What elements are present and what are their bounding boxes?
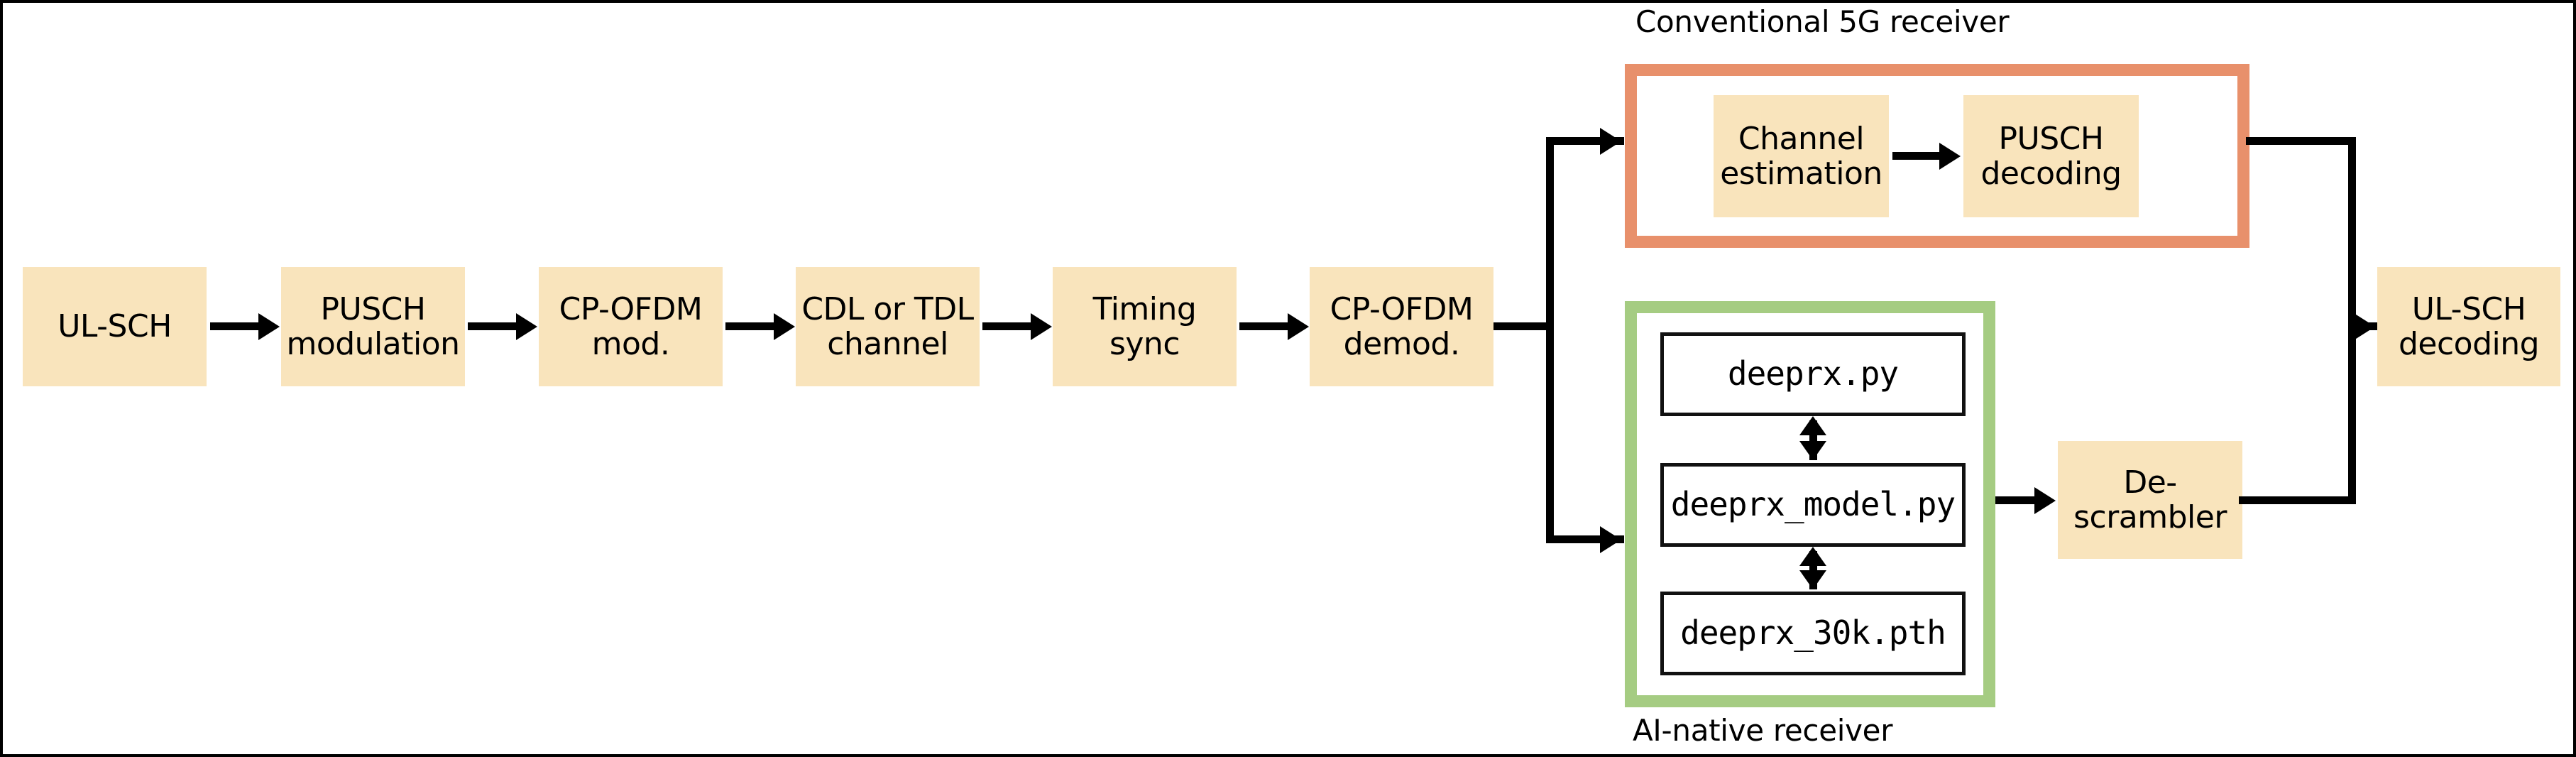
block-timing-sync[interactable]: Timing sync (1053, 267, 1237, 386)
arrowhead-down-deeprxmodel (1799, 441, 1826, 460)
arrowhead-split-to-conventional (1600, 128, 1621, 155)
caption-ai-native-receiver: AI-native receiver (1633, 713, 1893, 748)
block-ul-sch[interactable]: UL-SCH (23, 267, 207, 386)
arrowhead-ulsch-to-pusch (258, 313, 280, 340)
connector-ainative-to-descrambler (1995, 496, 2038, 504)
connector-descrambler-out (2239, 496, 2356, 504)
block-de-scrambler[interactable]: De- scrambler (2058, 441, 2242, 559)
connector-deeprxpy-deeprxmodel (1809, 420, 1817, 460)
connector-merge-bus (2348, 137, 2356, 504)
frame-ai-native-receiver (1625, 301, 1995, 707)
arrowhead-cdl-to-timingsync (1031, 313, 1052, 340)
connector-chanest-to-puschdec (1892, 152, 1941, 160)
arrowhead-timingsync-to-cpofdmdemod (1288, 313, 1309, 340)
block-channel-estimation[interactable]: Channel estimation (1714, 95, 1889, 217)
connector-cpofdmmod-to-cdl (725, 322, 775, 330)
arrowhead-chanest-to-puschdec (1939, 143, 1961, 170)
connector-cdl-to-timingsync (982, 322, 1032, 330)
arrowhead-ainative-to-descrambler (2034, 487, 2056, 514)
block-pusch-decoding[interactable]: PUSCH decoding (1963, 95, 2139, 217)
connector-split-bus (1546, 137, 1554, 543)
file-deeprx-model-py[interactable]: deeprx_model.py (1660, 463, 1966, 547)
connector-ulsch-to-pusch (210, 322, 260, 330)
arrowhead-merge-to-ulschdecoding (2354, 313, 2375, 340)
connector-split-to-ainative (1546, 535, 1624, 543)
arrowhead-down-deeprx30k (1799, 570, 1826, 589)
connector-split-to-conventional (1546, 137, 1624, 145)
caption-conventional-receiver: Conventional 5G receiver (1635, 4, 2010, 39)
block-pusch-modulation[interactable]: PUSCH modulation (281, 267, 465, 386)
file-deeprx-30k-pth[interactable]: deeprx_30k.pth (1660, 592, 1966, 675)
block-ul-sch-decoding[interactable]: UL-SCH decoding (2377, 267, 2560, 386)
block-cp-ofdm-mod[interactable]: CP-OFDM mod. (539, 267, 723, 386)
file-deeprx-py[interactable]: deeprx.py (1660, 332, 1966, 416)
connector-conventional-out (2246, 137, 2356, 145)
block-cp-ofdm-demod[interactable]: CP-OFDM demod. (1310, 267, 1493, 386)
arrowhead-pusch-to-cpofdmmod (516, 313, 537, 340)
block-cdl-tdl-channel[interactable]: CDL or TDL channel (796, 267, 980, 386)
connector-timingsync-to-cpofdmdemod (1239, 322, 1289, 330)
arrowhead-cpofdmmod-to-cdl (774, 313, 795, 340)
arrowhead-up-deeprxpy (1799, 416, 1826, 435)
frame-conventional-receiver (1625, 64, 2249, 248)
connector-demod-stub (1493, 322, 1554, 330)
arrowhead-split-to-ainative (1600, 526, 1621, 553)
connector-pusch-to-cpofdmmod (468, 322, 517, 330)
arrowhead-up-deeprxmodel (1799, 547, 1826, 566)
